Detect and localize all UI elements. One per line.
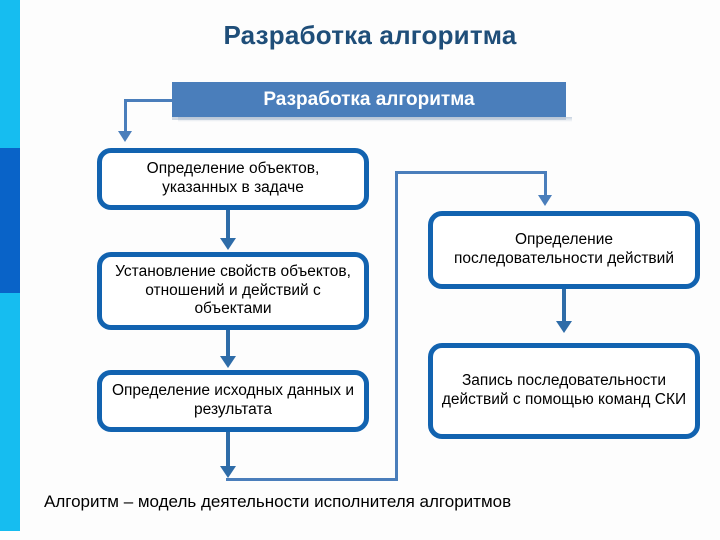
header-box-shadow	[178, 117, 572, 122]
connector-inputdata-down	[226, 432, 230, 468]
arrowhead-header-to-objects	[118, 131, 132, 142]
process-node-sequence-label: Определение последовательности действий	[454, 231, 674, 267]
process-node-input-data-label: Определение исходных данных и результата	[111, 382, 354, 418]
process-node-objects[interactable]: Определение объектов, указанных в задаче	[97, 148, 369, 210]
slide-title: Разработка алгоритма	[223, 20, 517, 50]
process-node-sequence[interactable]: Определение последовательности действий	[428, 211, 700, 289]
sidebar-accent-cyan-bottom	[0, 293, 20, 531]
arrowhead-properties-to-inputdata	[220, 356, 236, 368]
connector-objects-to-properties	[226, 210, 230, 240]
connector-loop-bottom-horizontal	[226, 478, 398, 481]
connector-loop-vertical	[395, 171, 398, 481]
header-box: Разработка алгоритма	[172, 82, 566, 117]
sidebar-accent-cyan-top	[0, 0, 20, 148]
process-node-properties[interactable]: Установление свойств объектов, отношений…	[97, 252, 369, 330]
connector-header-to-objects-vertical	[124, 99, 127, 133]
connector-properties-to-inputdata	[226, 330, 230, 358]
arrowhead-inputdata-down	[220, 466, 236, 478]
sidebar-accent-blue-middle	[0, 148, 20, 293]
process-node-objects-label: Определение объектов, указанных в задаче	[146, 160, 320, 196]
connector-sequence-to-record	[562, 289, 566, 323]
header-box-label: Разработка алгоритма	[263, 88, 475, 110]
arrowhead-sequence-to-record	[556, 321, 572, 333]
process-node-input-data[interactable]: Определение исходных данных и результата	[97, 370, 369, 432]
connector-loop-into-sequence-vertical	[544, 171, 547, 197]
arrowhead-loop-into-sequence	[538, 195, 552, 206]
arrowhead-objects-to-properties	[220, 238, 236, 250]
process-node-record-label: Запись последовательности действий с пом…	[441, 372, 687, 408]
slide-caption: Алгоритм – модель деятельности исполните…	[44, 492, 512, 511]
process-node-record[interactable]: Запись последовательности действий с пом…	[428, 343, 700, 439]
process-node-properties-label: Установление свойств объектов, отношений…	[115, 262, 351, 318]
connector-header-to-objects-horizontal	[124, 99, 176, 102]
connector-loop-top-horizontal	[395, 171, 547, 174]
